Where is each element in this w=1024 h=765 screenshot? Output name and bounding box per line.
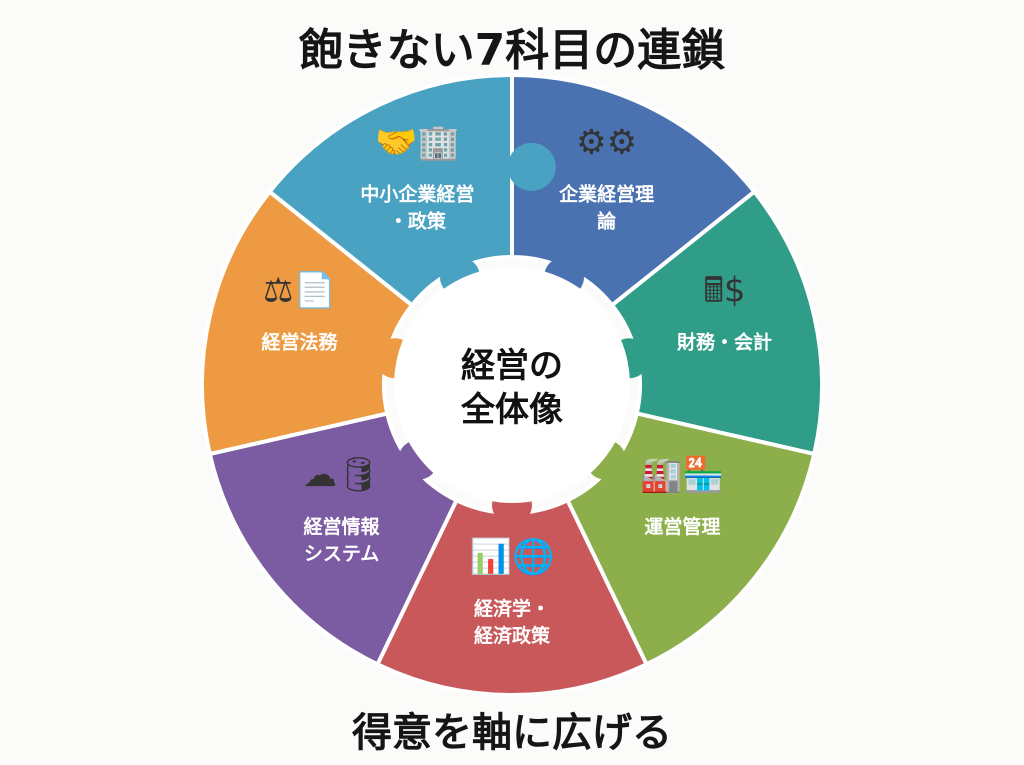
segment-shape: [609, 188, 824, 457]
segment-shape: [564, 411, 817, 667]
chart-globe-icon: 📊🌐: [470, 537, 555, 577]
segment-label: ・政策: [389, 210, 447, 233]
segment-shape: [207, 411, 460, 667]
segment-label: 経済政策: [474, 624, 551, 647]
segment-shape: [374, 497, 650, 697]
segment-label: 中小企業経営: [360, 183, 474, 206]
segment-7: 🤝🏢 中小企業経営・政策: [266, 72, 556, 309]
page-title: 飽きない7科目の連鎖: [298, 25, 726, 76]
segment-label: 財務・会計: [677, 330, 772, 353]
center-label: 全体像: [460, 390, 563, 430]
segment-label: 運営管理: [644, 515, 720, 538]
calculator-coin-icon: 🖩$: [704, 270, 746, 310]
segment-label: 経営情報: [304, 515, 381, 538]
gavel-document-icon: ⚖📄: [263, 270, 336, 310]
cloud-database-icon: ☁🛢: [303, 455, 380, 495]
segment-shape: [266, 72, 514, 309]
segment-label: 企業経営理: [558, 183, 654, 206]
segment-shape: [510, 72, 758, 309]
puzzle-tab: [507, 142, 556, 191]
segment-label: システム: [304, 543, 379, 565]
segment-shape: [200, 188, 415, 457]
center-circle: [394, 267, 630, 503]
segment-label: 経営法務: [261, 330, 338, 353]
gears-icon: ⚙⚙: [576, 123, 637, 163]
segment-label: 経済学・: [474, 597, 550, 620]
page-subtitle: 得意を軸に広げる: [352, 710, 672, 756]
segment-label: 論: [597, 210, 617, 233]
handshake-building-icon: 🤝🏢: [375, 123, 460, 163]
factory-store-icon: 🏭🏪: [640, 455, 725, 495]
center-label: 経営の: [461, 346, 563, 386]
